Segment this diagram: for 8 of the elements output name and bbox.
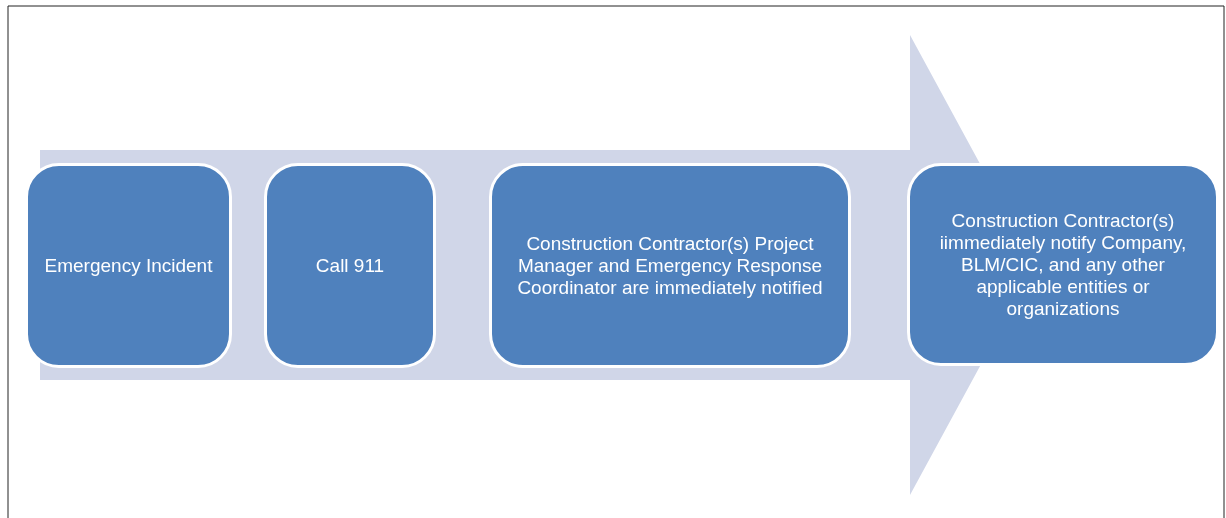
process-box xyxy=(907,163,1219,366)
step-text: Construction Contractor(s) Project Manager and Emergency Response Coordinator are immediately notified xyxy=(516,232,824,299)
step-text: Call 911 xyxy=(315,254,385,277)
step-text: Emergency Incident xyxy=(44,254,213,277)
process-box xyxy=(25,163,232,368)
process-box xyxy=(264,163,436,368)
step-text: Construction Contractor(s) iimmediately notify Company, BLM/CIC, and any other applicable entities or organizations xyxy=(938,209,1188,320)
process-box xyxy=(489,163,851,368)
